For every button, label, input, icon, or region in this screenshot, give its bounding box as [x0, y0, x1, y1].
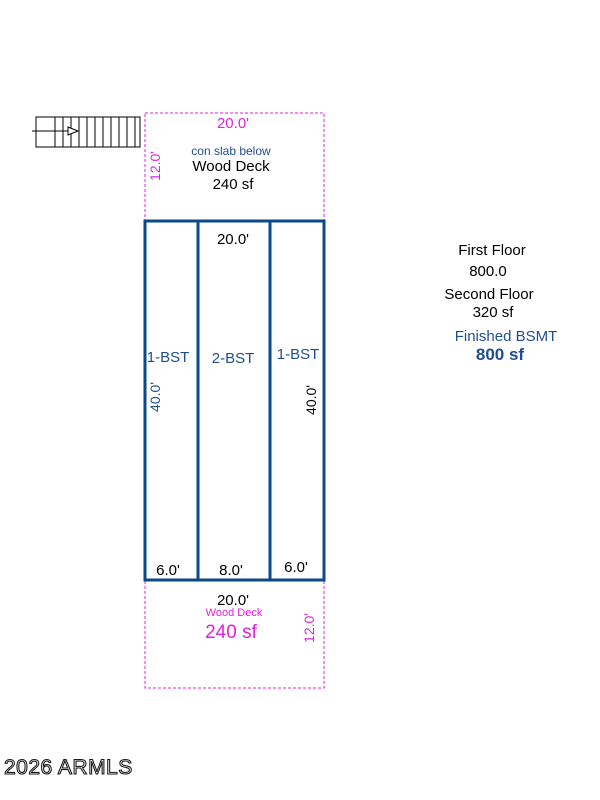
bottom-deck-name: Wood Deck	[206, 607, 263, 619]
first-floor-label: First Floor	[458, 242, 526, 259]
watermark: 2026 ARMLS	[4, 756, 133, 779]
left-room-name: 1-BST	[147, 349, 190, 366]
top-deck-name: Wood Deck	[192, 158, 270, 175]
bottom-deck-depth-label: 12.0'	[301, 613, 317, 643]
first-floor-value: 800.0	[469, 263, 507, 280]
second-floor-label: Second Floor	[444, 286, 533, 303]
basement-summary-label: Finished BSMT	[455, 328, 558, 345]
top-deck-depth-label: 12.0'	[147, 151, 163, 181]
bottom-deck-outline	[144, 579, 325, 689]
left-room-width-label: 6.0'	[156, 562, 180, 579]
center-room-name: 2-BST	[212, 350, 255, 367]
basement-left-length-label: 40.0'	[147, 382, 163, 412]
basement-right-length-label: 40.0'	[303, 385, 319, 415]
second-floor-value: 320 sf	[473, 304, 515, 321]
top-deck-width-label: 20.0'	[217, 115, 249, 132]
top-deck-area: 240 sf	[213, 176, 255, 193]
right-room-width-label: 6.0'	[284, 559, 308, 576]
right-room-name: 1-BST	[277, 346, 320, 363]
basement-summary-value: 800 sf	[476, 345, 525, 364]
top-deck-note: con slab below	[191, 144, 271, 158]
stairs	[32, 116, 141, 148]
basement-outline	[143, 219, 326, 582]
basement-top-width-label: 20.0'	[217, 231, 249, 248]
basement-bottom-width-label: 20.0'	[217, 592, 249, 609]
center-room-width-label: 8.0'	[219, 562, 243, 579]
bottom-deck-area: 240 sf	[205, 622, 257, 643]
